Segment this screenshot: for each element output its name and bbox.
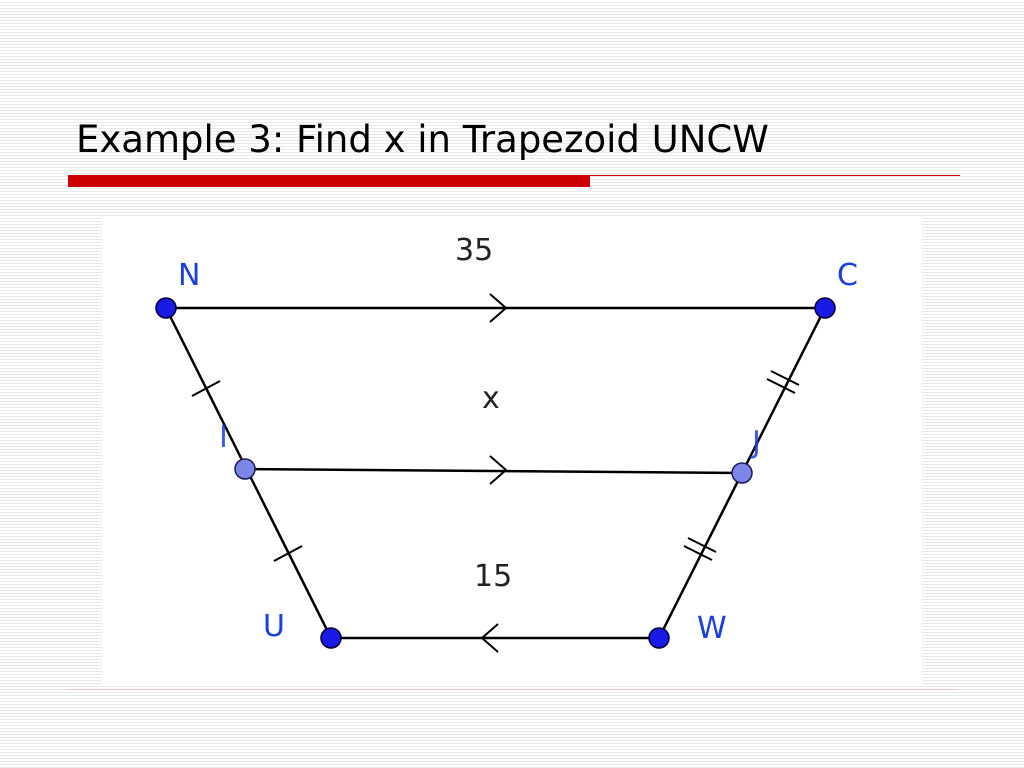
length-midsegment: x — [482, 381, 500, 416]
label-u: U — [263, 609, 285, 644]
midsegment — [244, 467, 743, 475]
point-n — [155, 297, 177, 319]
tick-right-upper-1 — [766, 378, 796, 394]
title-underline-accent — [68, 175, 590, 187]
label-c: C — [837, 258, 858, 293]
tick-right-lower-1 — [683, 545, 713, 561]
point-midpoint-left — [234, 458, 256, 480]
point-w — [648, 627, 670, 649]
tick-right-lower-2 — [687, 537, 717, 553]
label-midpoint-left: I — [219, 420, 228, 455]
title-underline-rule — [590, 175, 960, 176]
tick-right-upper-2 — [770, 370, 800, 386]
length-bottom-base: 15 — [474, 559, 512, 594]
label-n: N — [178, 258, 200, 293]
slide-title: Example 3: Find x in Trapezoid UNCW — [76, 118, 769, 161]
parallel-mark-top — [489, 293, 508, 323]
parallel-mark-bottom — [480, 623, 499, 653]
tick-left-lower — [273, 545, 303, 562]
label-midpoint-right: J — [750, 425, 761, 460]
footer-rule — [68, 689, 956, 690]
label-w: W — [697, 611, 727, 646]
point-u — [320, 627, 342, 649]
point-c — [814, 297, 836, 319]
point-midpoint-right — [731, 462, 753, 484]
length-top-base: 35 — [455, 233, 493, 268]
tick-left-upper — [191, 380, 221, 397]
parallel-mark-mid — [489, 455, 508, 485]
